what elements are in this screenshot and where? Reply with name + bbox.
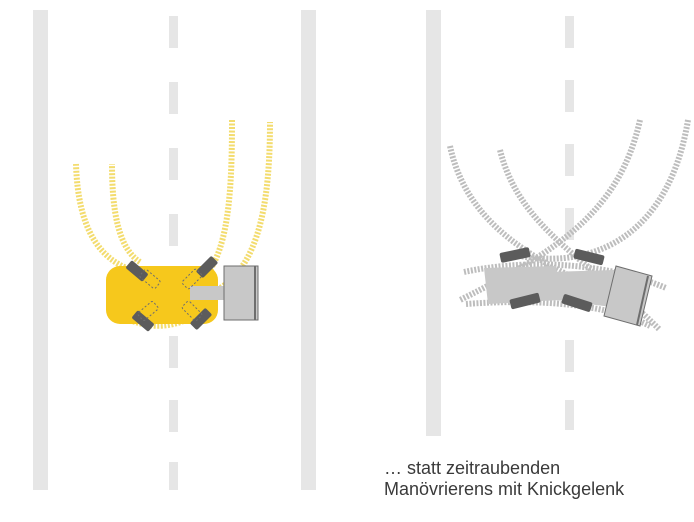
gray-track-4 [519,119,691,262]
right-road [426,10,574,436]
wheel-front-top [196,256,218,278]
wheel-rear-bottom [132,310,154,332]
right-road-center-dashes [565,16,574,430]
caption-line-2: Manövrierens mit Knickgelenk [384,479,625,499]
left-road-edge-right [301,10,316,490]
wheel-rear-top [126,260,148,282]
yellow-vehicle-hitch [190,286,228,300]
yellow-vehicle-body [106,266,218,324]
caption-line-1: … statt zeitraubenden [384,458,561,478]
track-rear-left-inner [109,163,142,265]
yellow-vehicle-attachment [223,265,259,321]
left-road-edge-left [33,10,48,490]
wheel-front-bottom [190,308,212,330]
gray-vehicle-attachment-edge [636,275,649,326]
left-road [33,10,316,490]
right-road-edge-left [426,10,441,436]
gray-vehicle-wheels [499,247,605,312]
track-rear-left-outer [73,163,139,275]
crab-steering-vehicle-icon [106,256,259,332]
articulated-vehicle-icon [484,247,653,327]
left-road-center-dashes [169,16,178,490]
caption: … statt zeitraubenden Manövrierens mit K… [384,458,694,500]
gray-vehicle-rear-frame [484,266,560,304]
yellow-vehicle-wheels [126,256,218,332]
